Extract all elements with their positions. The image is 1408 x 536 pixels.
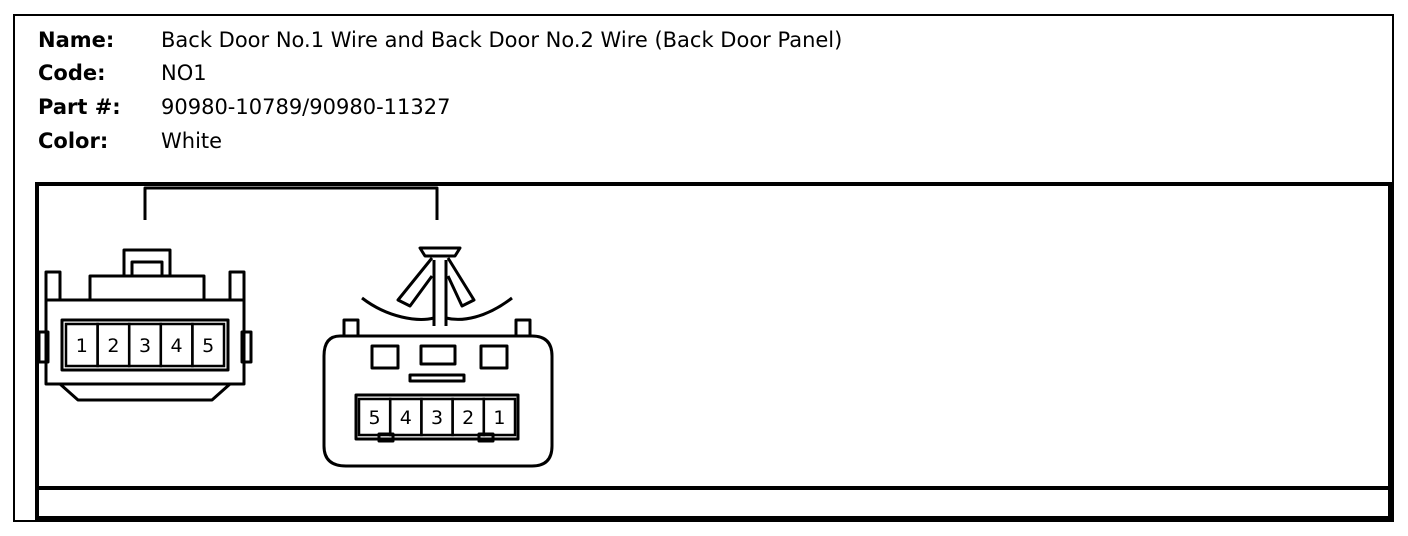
name-value: Back Door No.1 Wire and Back Door No.2 W… [161, 28, 843, 52]
right-pin-number: 1 [493, 407, 505, 429]
connector-info-frame [13, 14, 1394, 522]
color-label: Color: [38, 129, 109, 153]
bottom-divider [39, 486, 1388, 490]
left-connector [37, 248, 253, 402]
right-pin-number: 4 [400, 407, 412, 429]
code-value: NO1 [161, 61, 207, 85]
part-row: Part #: 90980-10789/90980-11327 [38, 91, 1038, 123]
left-pin-number: 2 [107, 335, 119, 357]
name-label: Name: [38, 28, 115, 52]
connector-diagram-box [35, 182, 1392, 520]
part-value: 90980-10789/90980-11327 [161, 95, 451, 119]
left-pin-number: 4 [171, 335, 183, 357]
part-label: Part #: [38, 95, 121, 119]
color-value: White [161, 129, 223, 153]
left-pin-number: 1 [76, 335, 88, 357]
left-pin-number: 3 [139, 335, 151, 357]
right-connector [322, 246, 554, 468]
right-pin-number: 5 [369, 407, 381, 429]
code-row: Code: NO1 [38, 57, 1038, 89]
mating-bracket [143, 186, 439, 220]
right-pin-number: 3 [431, 407, 443, 429]
left-pin-number: 5 [202, 335, 214, 357]
left-pin-cavity [191, 322, 226, 368]
right-pin-number: 2 [462, 407, 474, 429]
name-row: Name: Back Door No.1 Wire and Back Door … [38, 24, 1038, 56]
code-label: Code: [38, 61, 106, 85]
color-row: Color: White [38, 125, 1038, 157]
right-pin-cavity [482, 397, 517, 437]
